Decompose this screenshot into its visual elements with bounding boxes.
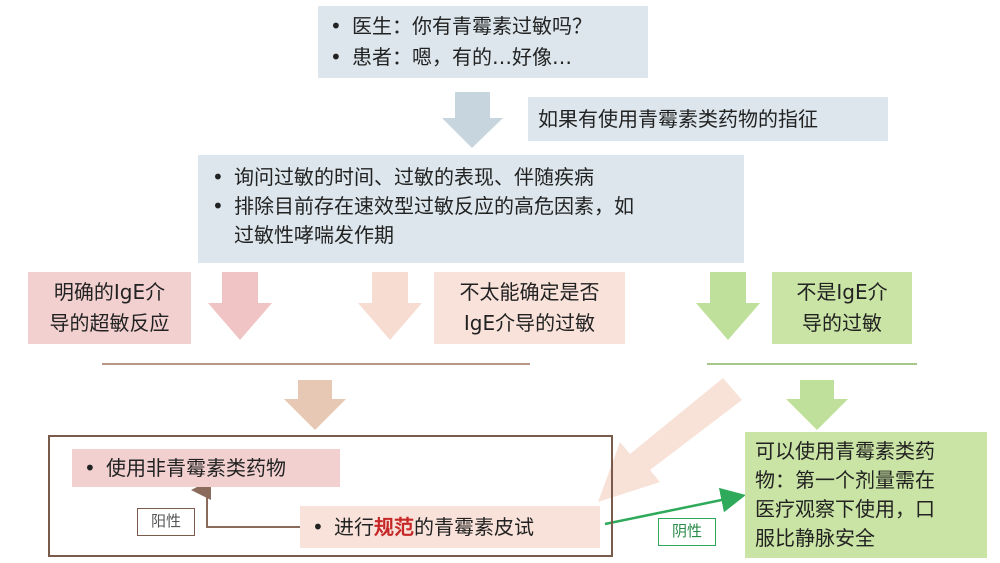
skin-test-prefix: 进行	[334, 515, 374, 539]
down-arrow-merge	[284, 380, 346, 430]
skin-test-emphasis: 规范	[374, 515, 414, 539]
down-arrow-safe	[786, 380, 848, 430]
skin-test-text: 进行规范的青霉素皮试	[308, 506, 600, 548]
positive-label: 阳性	[137, 508, 195, 536]
assessment-box: 询问过敏的时间、过敏的表现、伴随疾病 排除目前存在速效型过敏反应的高危因素，如 …	[198, 155, 744, 263]
indication-box: 如果有使用青霉素类药物的指征	[528, 97, 888, 141]
down-arrow-not-ige	[696, 272, 760, 340]
doctor-question: 医生：你有青霉素过敏吗？	[326, 11, 640, 42]
not-ige-line1: 不是IgE介	[796, 280, 888, 304]
diagonal-arrow	[598, 378, 742, 502]
definite-line1: 明确的IgE介	[53, 280, 166, 304]
safe-use-line2: 物：第一个剂量需在	[755, 468, 935, 492]
skin-test-box: 进行规范的青霉素皮试	[300, 506, 600, 548]
positive-arrow	[191, 480, 300, 528]
assessment-item-2-line1: 排除目前存在速效型过敏反应的高危因素，如	[234, 194, 634, 218]
safe-use-line1: 可以使用青霉素类药	[755, 439, 935, 463]
assessment-item-2: 排除目前存在速效型过敏反应的高危因素，如 过敏性哮喘发作期	[208, 192, 734, 250]
divider-left	[102, 363, 530, 365]
uncertain-line2: IgE介导的过敏	[463, 311, 596, 335]
down-arrow-top	[442, 92, 503, 148]
non-penicillin-box: 使用非青霉素类药物	[72, 449, 340, 487]
skin-test-suffix: 的青霉素皮试	[414, 515, 534, 539]
uncertain-ige-box: 不太能确定是否 IgE介导的过敏	[434, 272, 625, 344]
assessment-item-1: 询问过敏的时间、过敏的表现、伴随疾病	[208, 163, 734, 192]
divider-right	[707, 363, 917, 365]
patient-answer: 患者：嗯，有的…好像…	[326, 42, 640, 73]
definite-line2: 导的超敏反应	[49, 311, 170, 335]
safe-use-line4: 服比静脉安全	[755, 526, 875, 550]
assessment-item-2-line2: 过敏性哮喘发作期	[234, 223, 394, 247]
not-ige-line2: 导的过敏	[802, 311, 882, 335]
definite-ige-box: 明确的IgE介 导的超敏反应	[28, 272, 191, 344]
not-ige-box: 不是IgE介 导的过敏	[772, 272, 912, 344]
negative-label: 阴性	[658, 518, 716, 546]
down-arrow-uncertain	[358, 272, 422, 340]
down-arrow-definite	[208, 272, 272, 340]
negative-arrow	[604, 487, 746, 526]
action-frame	[48, 435, 613, 557]
safe-use-line3: 医疗观察下使用，口	[755, 497, 935, 521]
dialogue-box: 医生：你有青霉素过敏吗？ 患者：嗯，有的…好像…	[318, 6, 648, 78]
safe-use-box: 可以使用青霉素类药 物：第一个剂量需在 医疗观察下使用，口 服比静脉安全	[745, 432, 987, 558]
uncertain-line1: 不太能确定是否	[459, 280, 600, 304]
non-penicillin-text: 使用非青霉素类药物	[80, 449, 340, 487]
